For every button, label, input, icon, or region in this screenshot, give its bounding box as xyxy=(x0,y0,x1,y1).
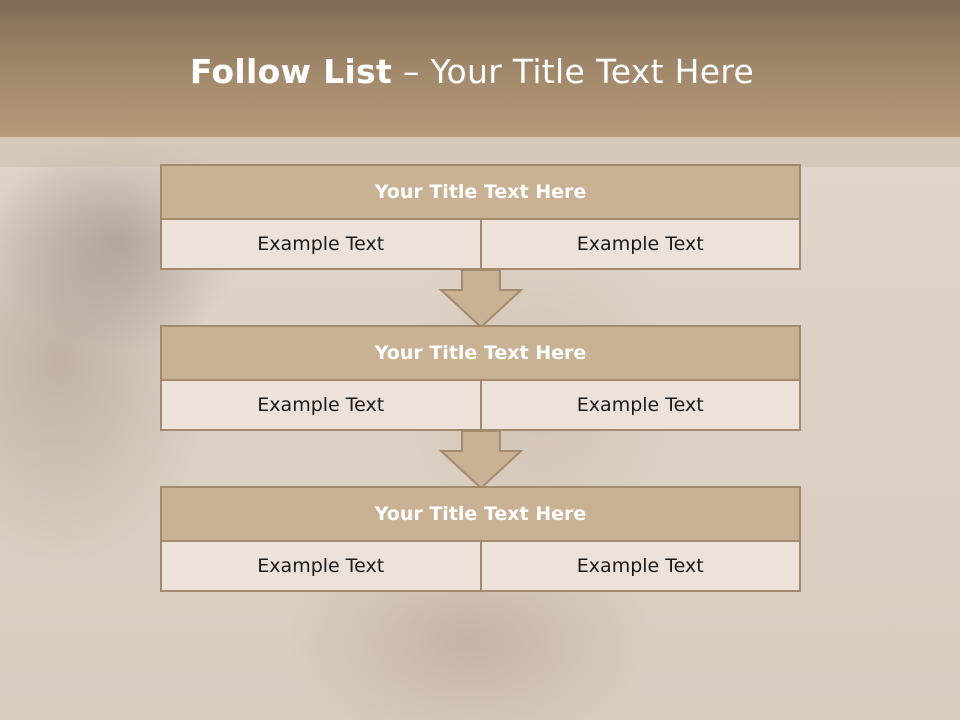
slide-title-bold: Follow List xyxy=(189,52,393,91)
flow-block-title: Your Title Text Here xyxy=(160,486,801,542)
title-band-shadow xyxy=(0,137,960,167)
flow-block-cell-right: Example Text xyxy=(479,381,800,429)
flow-block-title: Your Title Text Here xyxy=(160,325,801,381)
down-arrow-icon xyxy=(438,270,524,328)
flow-block-row: Example Text Example Text xyxy=(160,542,801,592)
flow-block-cell-right: Example Text xyxy=(479,220,800,268)
title-band xyxy=(0,0,960,137)
slide-title: Follow List – Your Title Text Here xyxy=(0,52,944,91)
flow-block-row: Example Text Example Text xyxy=(160,220,801,270)
flow-block-cell-left: Example Text xyxy=(257,233,385,255)
flow-block-3: Your Title Text Here Example Text Exampl… xyxy=(160,486,801,592)
down-arrow-icon xyxy=(438,431,524,489)
flow-block-row: Example Text Example Text xyxy=(160,381,801,431)
flow-block-2: Your Title Text Here Example Text Exampl… xyxy=(160,325,801,431)
flow-block-cell-left: Example Text xyxy=(257,394,385,416)
flow-block-cell-left: Example Text xyxy=(257,555,385,577)
slide-title-rest: – Your Title Text Here xyxy=(392,52,755,91)
flow-block-1: Your Title Text Here Example Text Exampl… xyxy=(160,164,801,270)
flow-block-cell-right: Example Text xyxy=(479,542,800,590)
flow-block-title: Your Title Text Here xyxy=(160,164,801,220)
